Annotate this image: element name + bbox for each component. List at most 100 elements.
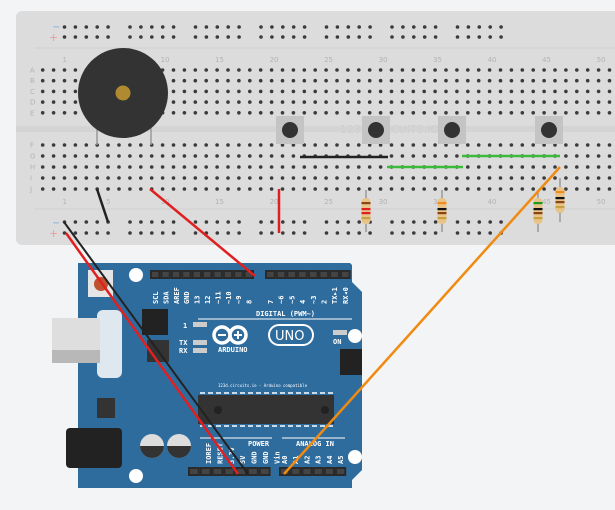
breadboard-hole[interactable] <box>575 78 579 83</box>
rail-hole[interactable] <box>281 25 285 29</box>
breadboard-hole[interactable] <box>215 100 219 104</box>
rail-hole[interactable] <box>302 220 307 224</box>
breadboard-hole[interactable] <box>531 68 535 72</box>
breadboard-hole[interactable] <box>575 154 579 158</box>
breadboard-hole[interactable] <box>237 176 241 180</box>
breadboard-hole[interactable] <box>607 165 612 169</box>
breadboard-hole[interactable] <box>367 68 372 72</box>
breadboard-hole[interactable] <box>367 100 372 104</box>
rail-hole[interactable] <box>106 231 110 235</box>
rail-hole[interactable] <box>150 25 154 29</box>
breadboard-hole[interactable] <box>357 111 361 115</box>
breadboard-hole[interactable] <box>215 176 219 180</box>
rail-hole[interactable] <box>95 25 99 29</box>
rail-hole[interactable] <box>324 231 329 235</box>
breadboard-hole[interactable] <box>400 187 405 191</box>
rail-hole[interactable] <box>281 35 285 39</box>
breadboard-hole[interactable] <box>498 89 503 94</box>
breadboard-hole[interactable] <box>182 100 187 104</box>
wire-black-gnd[interactable] <box>95 188 110 223</box>
breadboard-hole[interactable] <box>62 89 67 94</box>
breadboard-hole[interactable] <box>585 78 590 83</box>
rail-hole[interactable] <box>433 35 438 39</box>
breadboard-hole[interactable] <box>607 89 612 94</box>
breadboard-hole[interactable] <box>542 187 546 191</box>
rail-hole[interactable] <box>226 220 230 224</box>
breadboard-hole[interactable] <box>226 89 230 94</box>
rail-hole[interactable] <box>270 231 274 235</box>
breadboard-hole[interactable] <box>389 143 394 147</box>
breadboard-hole[interactable] <box>204 154 208 158</box>
rail-hole[interactable] <box>215 35 220 39</box>
breadboard-hole[interactable] <box>193 187 198 191</box>
rail-hole[interactable] <box>357 231 362 235</box>
rail-hole[interactable] <box>73 35 78 39</box>
breadboard-hole[interactable] <box>531 100 535 104</box>
breadboard-hole[interactable] <box>302 165 307 169</box>
breadboard-hole[interactable] <box>193 89 198 94</box>
rail-hole[interactable] <box>139 25 143 29</box>
breadboard-hole[interactable] <box>444 176 448 180</box>
breadboard-hole[interactable] <box>40 176 45 180</box>
breadboard-hole[interactable] <box>596 100 601 104</box>
breadboard-hole[interactable] <box>520 176 525 180</box>
breadboard-hole[interactable] <box>520 100 525 104</box>
breadboard-hole[interactable] <box>269 78 274 83</box>
breadboard-hole[interactable] <box>51 68 56 72</box>
breadboard-hole[interactable] <box>378 165 383 169</box>
breadboard-hole[interactable] <box>149 154 154 158</box>
breadboard-hole[interactable] <box>73 165 78 169</box>
breadboard-hole[interactable] <box>564 176 568 180</box>
breadboard-hole[interactable] <box>509 111 514 115</box>
breadboard-hole[interactable] <box>531 89 535 94</box>
breadboard-hole[interactable] <box>585 176 590 180</box>
breadboard-hole[interactable] <box>553 78 557 83</box>
rail-hole[interactable] <box>477 220 482 224</box>
breadboard-hole[interactable] <box>422 111 427 115</box>
breadboard-hole[interactable] <box>346 78 350 83</box>
rail-hole[interactable] <box>357 35 362 39</box>
breadboard-hole[interactable] <box>335 143 339 147</box>
breadboard-hole[interactable] <box>455 154 459 158</box>
pushbutton-cap[interactable] <box>368 122 384 138</box>
breadboard-hole[interactable] <box>291 143 296 147</box>
breadboard-hole[interactable] <box>585 143 590 147</box>
breadboard-hole[interactable] <box>466 176 470 180</box>
breadboard-hole[interactable] <box>564 100 568 104</box>
breadboard-hole[interactable] <box>498 176 503 180</box>
breadboard-hole[interactable] <box>476 100 481 104</box>
breadboard-hole[interactable] <box>509 143 514 147</box>
breadboard-hole[interactable] <box>607 100 612 104</box>
breadboard-hole[interactable] <box>73 89 78 94</box>
breadboard-hole[interactable] <box>258 143 263 147</box>
rail-hole[interactable] <box>95 220 99 224</box>
breadboard-hole[interactable] <box>248 143 252 147</box>
breadboard-hole[interactable] <box>444 89 448 94</box>
breadboard-hole[interactable] <box>237 100 241 104</box>
breadboard-hole[interactable] <box>291 176 296 180</box>
rail-hole[interactable] <box>302 231 307 235</box>
breadboard-hole[interactable] <box>40 100 45 104</box>
breadboard-hole[interactable] <box>466 111 470 115</box>
breadboard-hole[interactable] <box>444 187 448 191</box>
breadboard-hole[interactable] <box>378 78 383 83</box>
rail-hole[interactable] <box>73 25 78 29</box>
breadboard-hole[interactable] <box>378 143 383 147</box>
breadboard-hole[interactable] <box>171 100 176 104</box>
rail-hole[interactable] <box>401 220 405 224</box>
breadboard-hole[interactable] <box>313 78 318 83</box>
breadboard-hole[interactable] <box>466 89 470 94</box>
rail-hole[interactable] <box>433 231 438 235</box>
breadboard-hole[interactable] <box>258 165 263 169</box>
breadboard-hole[interactable] <box>117 187 121 191</box>
breadboard-hole[interactable] <box>248 154 252 158</box>
breadboard-hole[interactable] <box>280 154 285 158</box>
breadboard-hole[interactable] <box>269 111 274 115</box>
rail-hole[interactable] <box>433 25 438 29</box>
breadboard-hole[interactable] <box>139 187 143 191</box>
breadboard-hole[interactable] <box>509 165 514 169</box>
breadboard-hole[interactable] <box>51 176 56 180</box>
rail-hole[interactable] <box>335 231 340 235</box>
rail-hole[interactable] <box>150 35 154 39</box>
breadboard-hole[interactable] <box>324 89 328 94</box>
